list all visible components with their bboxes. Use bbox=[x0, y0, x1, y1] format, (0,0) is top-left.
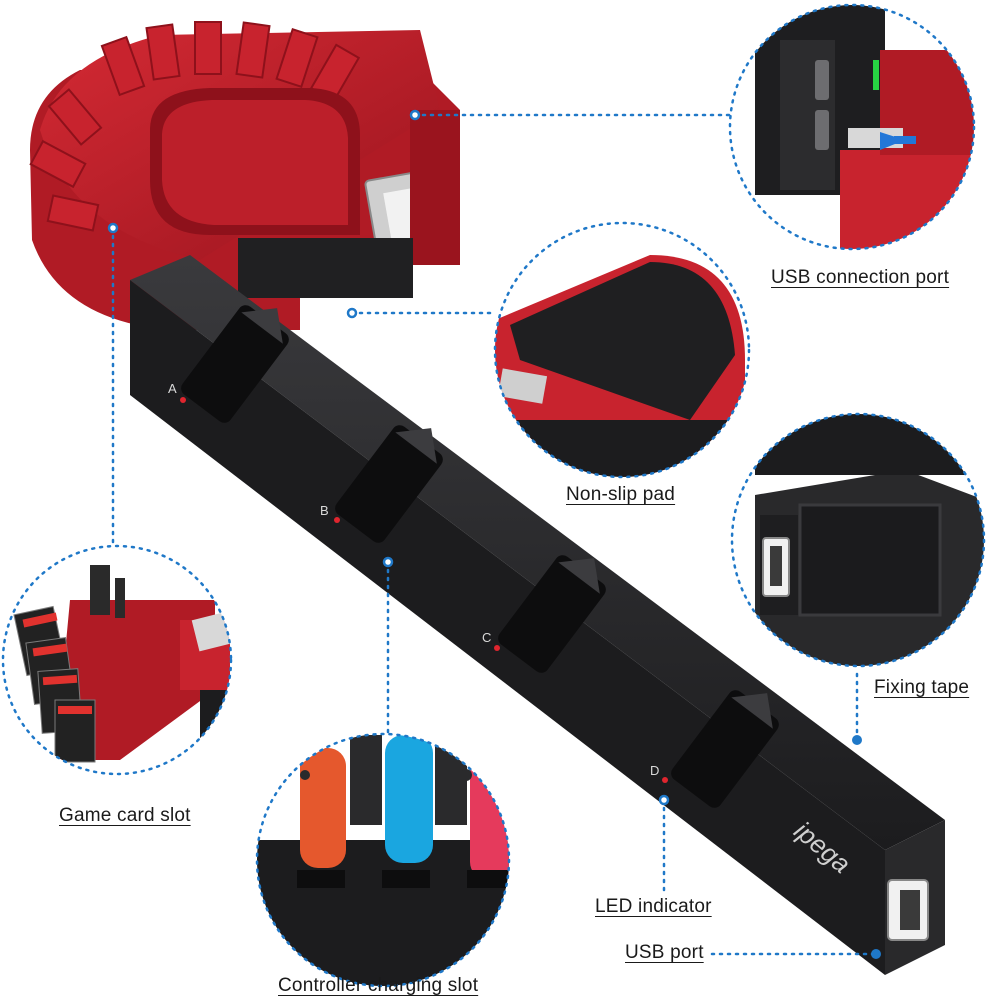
slot-d bbox=[671, 690, 779, 808]
slot-a bbox=[181, 305, 289, 423]
slot-label-d: D bbox=[650, 763, 659, 778]
leader-dots bbox=[852, 735, 881, 959]
callout-fixing-tape: Fixing tape bbox=[874, 677, 970, 698]
slot-label-a: A bbox=[168, 381, 177, 396]
inset-non-slip-pad bbox=[493, 221, 751, 479]
controller-slots bbox=[181, 305, 779, 808]
callout-led-indicator: LED indicator bbox=[595, 896, 712, 917]
callout-game-card-slot: Game card slot bbox=[59, 805, 191, 826]
inset-controller-charging-slot bbox=[255, 732, 511, 988]
callout-usb-connection-port: USB connection port bbox=[771, 267, 950, 288]
red-card-holder bbox=[29, 21, 460, 330]
inset-usb-connection-port bbox=[728, 3, 976, 251]
led-indicators bbox=[180, 397, 668, 783]
callout-controller-charging-slot: Controller charging slot bbox=[278, 975, 479, 996]
leader-lines bbox=[111, 113, 878, 956]
slot-label-c: C bbox=[482, 630, 491, 645]
slot-label-b: B bbox=[320, 503, 329, 518]
callout-usb-port: USB port bbox=[625, 942, 704, 963]
callout-non-slip-pad: Non-slip pad bbox=[566, 484, 676, 505]
slot-c bbox=[498, 555, 606, 673]
inset-fixing-tape bbox=[730, 412, 986, 668]
inset-game-card-slot bbox=[1, 544, 233, 776]
slot-b bbox=[335, 425, 443, 543]
leader-endpoints bbox=[107, 109, 670, 806]
